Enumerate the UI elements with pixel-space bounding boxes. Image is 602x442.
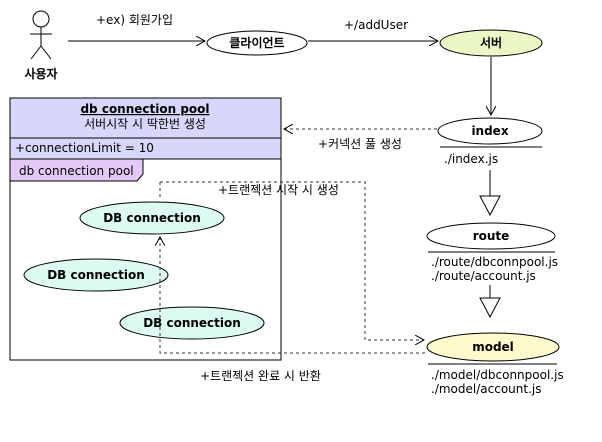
model-label: model xyxy=(472,340,514,354)
user-actor: 사용자 xyxy=(24,10,58,81)
edge-label-index-pool: +커넥션 풀 생성 xyxy=(318,137,402,151)
server-label: 서버 xyxy=(480,35,502,50)
db-connection-3-label: DB connection xyxy=(143,316,241,330)
client-label: 클라이언트 xyxy=(229,35,284,50)
route-node xyxy=(426,222,556,250)
db-connection-1-label: DB connection xyxy=(103,211,201,225)
index-node xyxy=(437,117,543,145)
route-file-2: ./route/account.js xyxy=(431,269,536,283)
package-tab-label: db connection pool xyxy=(19,164,134,178)
edge-route-model-triangle xyxy=(479,297,501,319)
actor-left-leg xyxy=(30,45,42,60)
db-connection-2-label: DB connection xyxy=(47,268,145,282)
edge-label-client-server: +/addUser xyxy=(344,18,408,32)
edge-label-tx-start: +트랜젝션 시작 시 생성 xyxy=(218,183,339,197)
index-label: index xyxy=(471,124,508,138)
actor-right-leg xyxy=(40,45,52,60)
client-node xyxy=(206,30,308,56)
actor-label: 사용자 xyxy=(24,66,57,81)
pool-class-box xyxy=(9,97,282,160)
pool-class-attribute: +connectionLimit = 10 xyxy=(15,141,154,155)
model-node xyxy=(426,332,560,362)
db-connection-2 xyxy=(23,258,169,292)
pool-class: db connection pool 서버시작 시 딱한번 생성 +connec… xyxy=(9,97,282,160)
pool-class-subtitle: 서버시작 시 딱한번 생성 xyxy=(84,117,206,131)
route-file-1: ./route/dbconnpool.js xyxy=(431,255,558,269)
db-connection-1 xyxy=(79,201,225,235)
route-label: route xyxy=(473,229,510,243)
db-connection-3 xyxy=(119,306,265,340)
package-tab xyxy=(9,158,144,182)
edge-index-route-triangle xyxy=(479,195,501,217)
edge-tx-end xyxy=(160,237,425,354)
index-file: ./index.js xyxy=(444,152,498,166)
server-node xyxy=(439,29,543,57)
edge-label-tx-end: +트랜젝션 완료 시 반환 xyxy=(200,369,321,383)
actor-head xyxy=(32,10,50,28)
pool-class-title: db connection pool xyxy=(80,102,209,116)
model-file-2: ./model/account.js xyxy=(431,382,541,396)
model-file-1: ./model/dbconnpool.js xyxy=(431,368,564,382)
edge-tx-start xyxy=(160,181,424,340)
edge-label-actor-client: +ex) 회원가입 xyxy=(96,13,173,27)
